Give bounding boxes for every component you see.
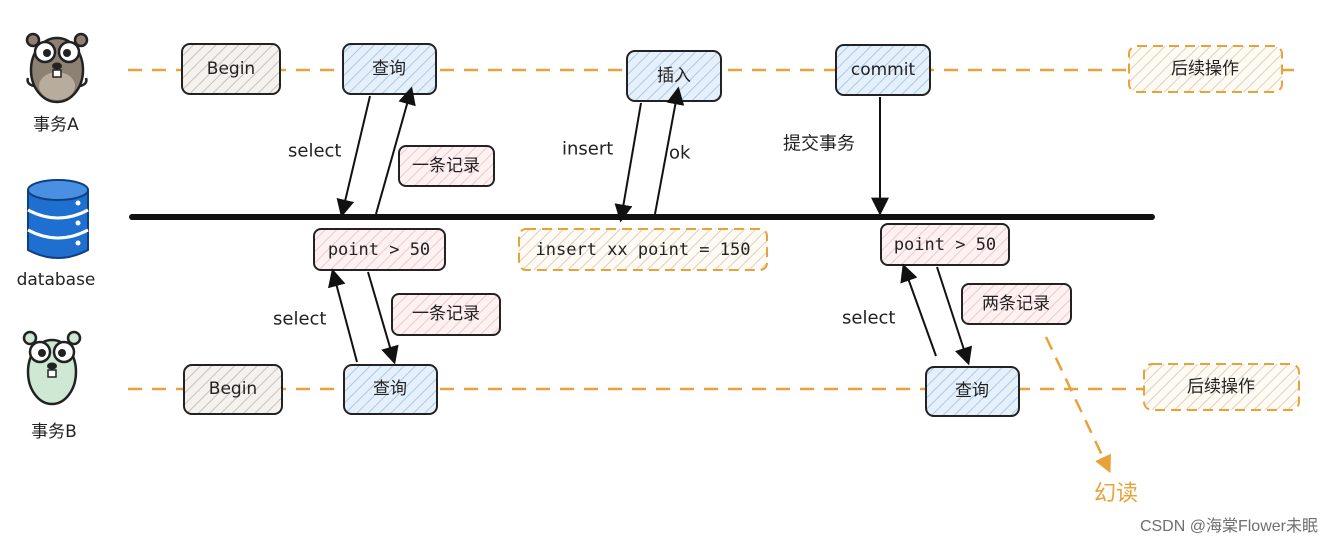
select-label-b-2: select <box>842 308 895 329</box>
svg-text:后续操作: 后续操作 <box>1171 59 1239 79</box>
transaction-b-label: 事务B <box>31 422 77 442</box>
phantom-read-label: 幻读 <box>1094 482 1138 507</box>
select-label-a: select <box>288 141 341 162</box>
insert-statement-box: insert xx point = 150 <box>518 228 768 271</box>
select-label-b-1: select <box>273 309 326 330</box>
svg-text:后续操作: 后续操作 <box>1187 377 1255 397</box>
svg-text:point > 50: point > 50 <box>894 235 996 255</box>
gopher-a-icon <box>25 32 89 104</box>
follow-up-box-a: 后续操作 <box>1128 45 1283 93</box>
commit-transaction-label: 提交事务 <box>783 134 855 155</box>
svg-text:Begin: Begin <box>209 379 257 399</box>
begin-box-b: Begin <box>183 364 283 415</box>
watermark: CSDN @海棠Flower未眠 <box>1135 510 1322 538</box>
arrow-ok-a-up <box>654 86 685 215</box>
arrow-insert-a-down <box>614 102 642 223</box>
svg-text:insert xx point = 150: insert xx point = 150 <box>536 240 751 260</box>
arrow-record-b1-down <box>367 271 399 365</box>
svg-text:两条记录: 两条记录 <box>982 294 1050 314</box>
query-box-b-2: 查询 <box>925 366 1020 417</box>
insert-box-a: 插入 <box>626 50 722 102</box>
one-record-box-a: 一条记录 <box>398 145 495 187</box>
begin-box-a: Begin <box>181 43 281 95</box>
database-icon <box>27 179 89 259</box>
query-box-a: 查询 <box>342 43 437 95</box>
transaction-a-label: 事务A <box>33 115 79 135</box>
svg-text:point > 50: point > 50 <box>328 240 430 260</box>
svg-text:一条记录: 一条记录 <box>412 156 480 176</box>
svg-text:查询: 查询 <box>955 381 989 401</box>
ok-label-a: ok <box>669 143 691 164</box>
one-record-box-b: 一条记录 <box>391 293 501 336</box>
arrow-record-b2-down <box>936 266 973 366</box>
svg-text:Begin: Begin <box>207 59 255 79</box>
insert-label-a: insert <box>562 139 613 160</box>
query-box-b-1: 查询 <box>343 364 438 415</box>
arrow-record-a-up <box>375 86 416 215</box>
svg-text:插入: 插入 <box>657 66 691 86</box>
svg-text:查询: 查询 <box>373 379 407 399</box>
gopher-b-icon <box>22 330 82 406</box>
two-records-box-b: 两条记录 <box>961 283 1072 325</box>
svg-text:查询: 查询 <box>372 59 406 79</box>
svg-text:一条记录: 一条记录 <box>412 304 480 324</box>
phantom-read-arrow <box>1044 336 1111 474</box>
arrow-select-b1-up <box>328 268 358 363</box>
arrow-select-a-down <box>336 95 371 218</box>
condition-box-1: point > 50 <box>313 228 446 271</box>
condition-box-2: point > 50 <box>880 223 1010 266</box>
database-label: database <box>17 270 96 290</box>
svg-text:commit: commit <box>851 60 916 80</box>
arrow-select-b2-up <box>900 263 937 357</box>
follow-up-box-b: 后续操作 <box>1143 363 1300 411</box>
commit-box-a: commit <box>835 44 931 96</box>
